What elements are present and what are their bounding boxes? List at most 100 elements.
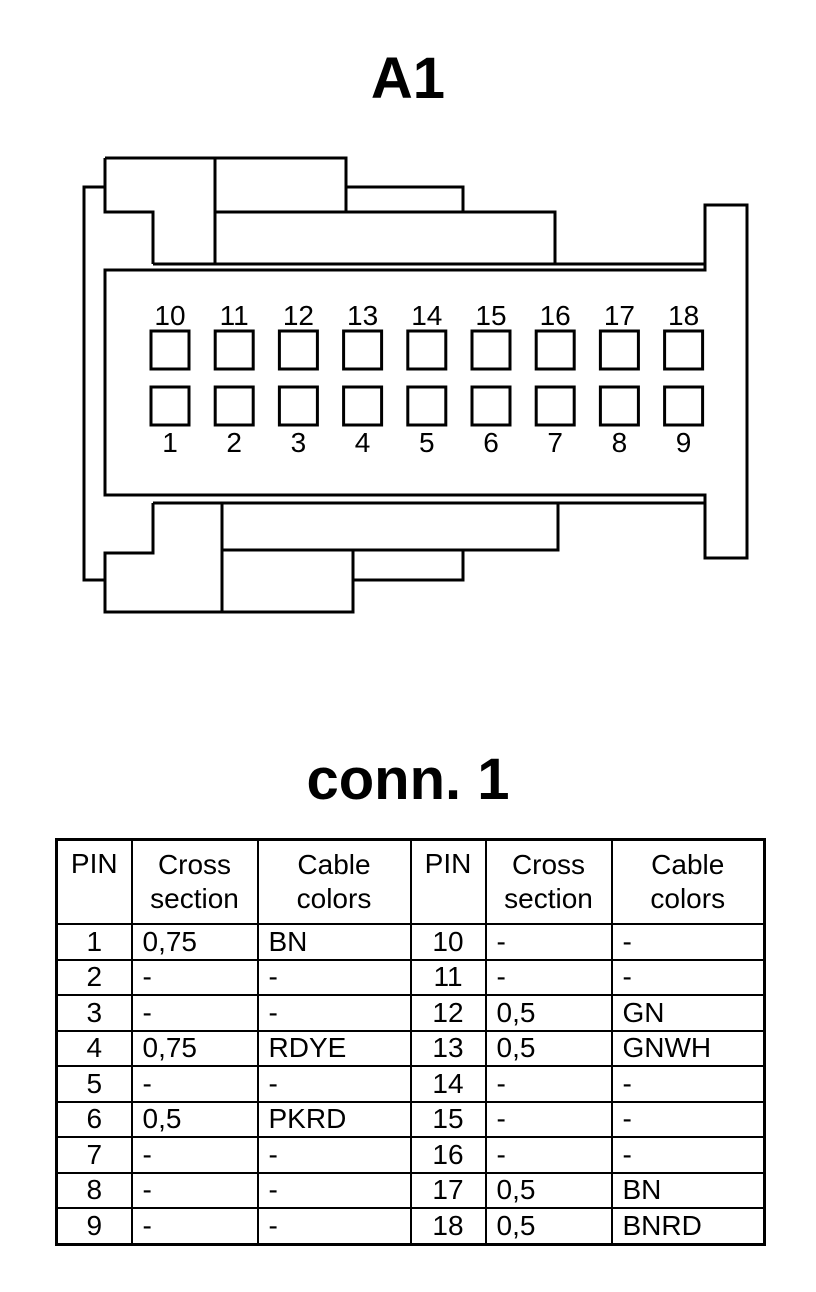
cable-color-left: - xyxy=(256,994,412,1032)
pin-bottom-cavity xyxy=(342,385,384,427)
cross-section-right: - xyxy=(484,1100,613,1138)
lower-step-bottom xyxy=(222,550,465,614)
pin-bottom-cavity xyxy=(149,385,191,427)
cross-section-right: - xyxy=(484,1136,613,1174)
pin-right: 16 xyxy=(409,1136,487,1174)
pin-bottom-label: 5 xyxy=(419,427,435,458)
connector-body-outline xyxy=(103,203,749,560)
cross-section-right: - xyxy=(484,958,613,996)
pin-top-label: 12 xyxy=(283,300,314,331)
cross-section-right: - xyxy=(484,923,613,961)
cable-color-left: - xyxy=(256,1065,412,1103)
cable-color-left: - xyxy=(256,958,412,996)
lower-step-outer xyxy=(103,503,222,614)
pin-left: 2 xyxy=(55,958,133,996)
pin-bottom-label: 4 xyxy=(355,427,371,458)
header-pin-left: PIN xyxy=(55,838,133,925)
pin-top-cavity xyxy=(342,329,384,371)
cross-section-left: - xyxy=(130,994,259,1032)
pin-right: 18 xyxy=(409,1207,487,1245)
pin-right: 15 xyxy=(409,1100,487,1138)
cable-color-left: - xyxy=(256,1207,412,1245)
upper-step-inner xyxy=(215,210,557,264)
cross-section-right: - xyxy=(484,1065,613,1103)
connector-title: A1 xyxy=(370,46,446,111)
upper-step-top xyxy=(105,156,465,214)
cable-color-right: - xyxy=(610,1065,766,1103)
pin-top-cavity xyxy=(663,329,705,371)
pin-bottom-label: 7 xyxy=(547,427,563,458)
table-row: 5--14-- xyxy=(55,1065,766,1103)
pin-top-cavity xyxy=(470,329,512,371)
pin-bottom-cavity xyxy=(213,385,255,427)
cross-section-left: - xyxy=(130,1207,259,1245)
upper-step-outer xyxy=(103,158,155,264)
pin-top-label: 10 xyxy=(154,300,185,331)
pin-top-cavity xyxy=(149,329,191,371)
table-row: 2--11-- xyxy=(55,958,766,996)
cable-color-right: - xyxy=(610,923,766,961)
pin-top-label: 13 xyxy=(347,300,378,331)
pin-left: 4 xyxy=(55,1029,133,1067)
pin-top-label: 16 xyxy=(540,300,571,331)
pin-top-label: 18 xyxy=(668,300,699,331)
cable-color-right: BN xyxy=(610,1171,766,1209)
pin-top-cavity xyxy=(598,329,640,371)
pin-top-label: 15 xyxy=(475,300,506,331)
table-row: 7--16-- xyxy=(55,1136,766,1174)
header-pin-right: PIN xyxy=(409,838,487,925)
connector-left-rail xyxy=(82,185,105,582)
cable-color-right: - xyxy=(610,1136,766,1174)
pin-right: 13 xyxy=(409,1029,487,1067)
pin-bottom-label: 8 xyxy=(612,427,628,458)
pin-bottom-cavity xyxy=(406,385,448,427)
pin-top-label: 17 xyxy=(604,300,635,331)
pin-bottom-cavity xyxy=(470,385,512,427)
pin-left: 5 xyxy=(55,1065,133,1103)
lower-step-inner xyxy=(222,503,560,552)
pin-bottom-label: 1 xyxy=(162,427,178,458)
cable-color-right: GNWH xyxy=(610,1029,766,1067)
pin-left: 9 xyxy=(55,1207,133,1245)
cable-color-left: - xyxy=(256,1171,412,1209)
cross-section-left: - xyxy=(130,958,259,996)
pin-left: 3 xyxy=(55,994,133,1032)
pin-left: 8 xyxy=(55,1171,133,1209)
pin-bottom-label: 9 xyxy=(676,427,692,458)
cross-section-right: 0,5 xyxy=(484,1207,613,1245)
pin-left: 6 xyxy=(55,1100,133,1138)
pin-bottom-label: 2 xyxy=(226,427,242,458)
pin-right: 12 xyxy=(409,994,487,1032)
cross-section-right: 0,5 xyxy=(484,1171,613,1209)
pin-right: 17 xyxy=(409,1171,487,1209)
cable-color-right: - xyxy=(610,1100,766,1138)
pin-left: 1 xyxy=(55,923,133,961)
cable-color-left: RDYE xyxy=(256,1029,412,1067)
pin-right: 10 xyxy=(409,923,487,961)
pin-bottom-label: 6 xyxy=(483,427,499,458)
cable-color-right: GN xyxy=(610,994,766,1032)
cable-color-left: - xyxy=(256,1136,412,1174)
table-title: conn. 1 xyxy=(306,747,510,812)
pin-top-cavity xyxy=(213,329,255,371)
pin-bottom-cavity xyxy=(663,385,705,427)
cross-section-right: 0,5 xyxy=(484,1029,613,1067)
pin-right: 11 xyxy=(409,958,487,996)
pin-top-cavity xyxy=(277,329,319,371)
pin-left: 7 xyxy=(55,1136,133,1174)
pin-bottom-cavity xyxy=(598,385,640,427)
